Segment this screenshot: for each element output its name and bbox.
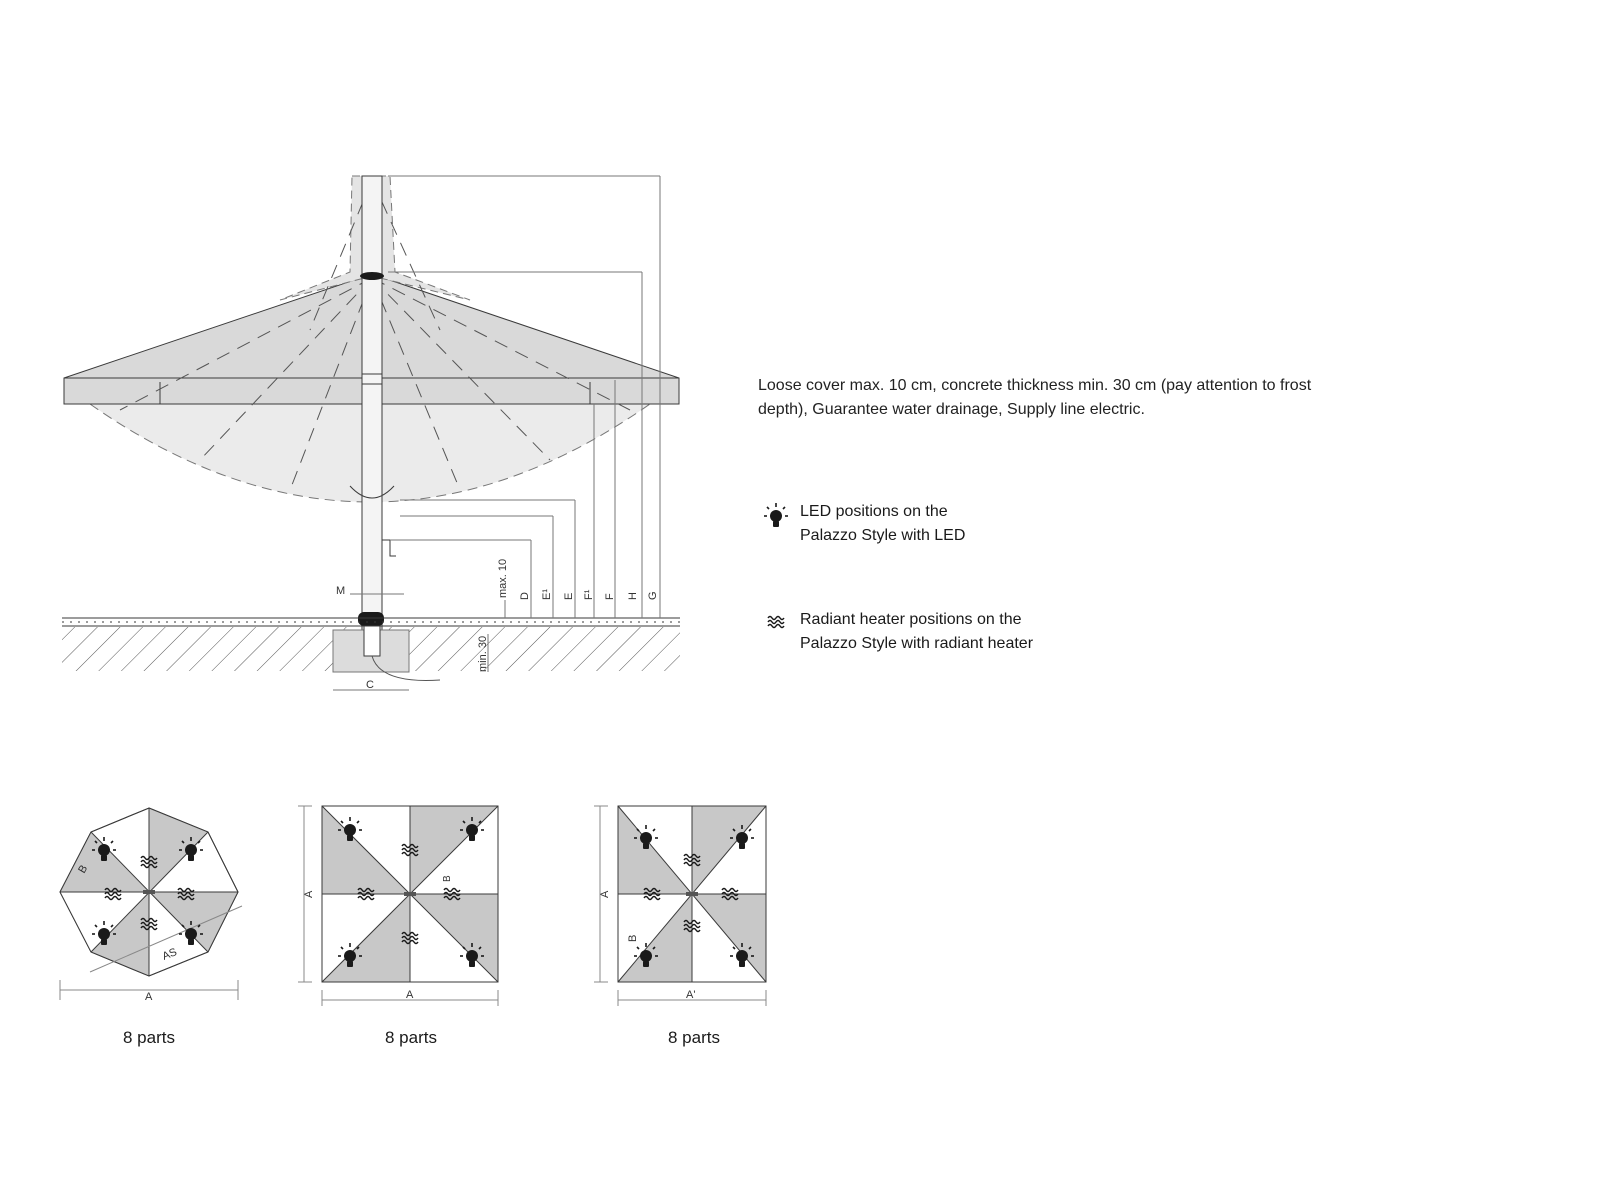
plan-square: A A B [298, 805, 499, 1006]
dim-m-label: M [336, 585, 345, 597]
side-elevation [62, 175, 680, 691]
dim-g-label: G [647, 591, 659, 600]
legend-heater: Radiant heater positions on the Palazzo … [758, 608, 1060, 656]
dim-e-label: E [563, 593, 575, 600]
mast-base-connector [358, 612, 384, 626]
mast [361, 175, 383, 657]
dim-max10-label: max. 10 [497, 559, 509, 598]
rectangle-parts-label: 8 parts [668, 1028, 720, 1047]
dim-min30-label: min. 30 [477, 636, 489, 672]
octagon-as-label: AS [161, 946, 179, 963]
bulb-icon [763, 502, 789, 528]
dim-f-label: F [604, 593, 616, 600]
dim-e1-label: E¹ [541, 589, 553, 600]
legend-led-label: LED positions on the Palazzo Style with … [800, 503, 966, 544]
plan-rectangle: A' A B [594, 805, 767, 1006]
plan-octagon: A B AS [59, 807, 243, 1003]
square-b-label: B [442, 875, 453, 882]
dim-h-label: H [627, 592, 639, 600]
legend-heater-label: Radiant heater positions on the Palazzo … [800, 611, 1034, 652]
dim-c-label: C [366, 679, 374, 691]
legend-led: LED positions on the Palazzo Style with … [758, 500, 990, 548]
square-a-side-label: A [303, 890, 315, 898]
square-parts-label: 8 parts [385, 1028, 437, 1047]
octagon-a-label: A [145, 991, 153, 1003]
rect-a-bottom-label: A' [686, 989, 695, 1001]
rect-b-label: B [627, 935, 639, 942]
rect-a-side-label: A [599, 890, 611, 898]
side-dimension-labels: M C max. 10 min. 30 D E¹ E F¹ F H G [336, 559, 659, 691]
octagon-parts-label: 8 parts [123, 1028, 175, 1047]
dim-d-label: D [519, 592, 531, 600]
dim-f1-label: F¹ [583, 589, 595, 600]
square-a-bottom-label: A [406, 989, 414, 1001]
installation-note: Loose cover max. 10 cm, concrete thickne… [758, 377, 1312, 418]
heater-wave-icon [767, 615, 785, 629]
